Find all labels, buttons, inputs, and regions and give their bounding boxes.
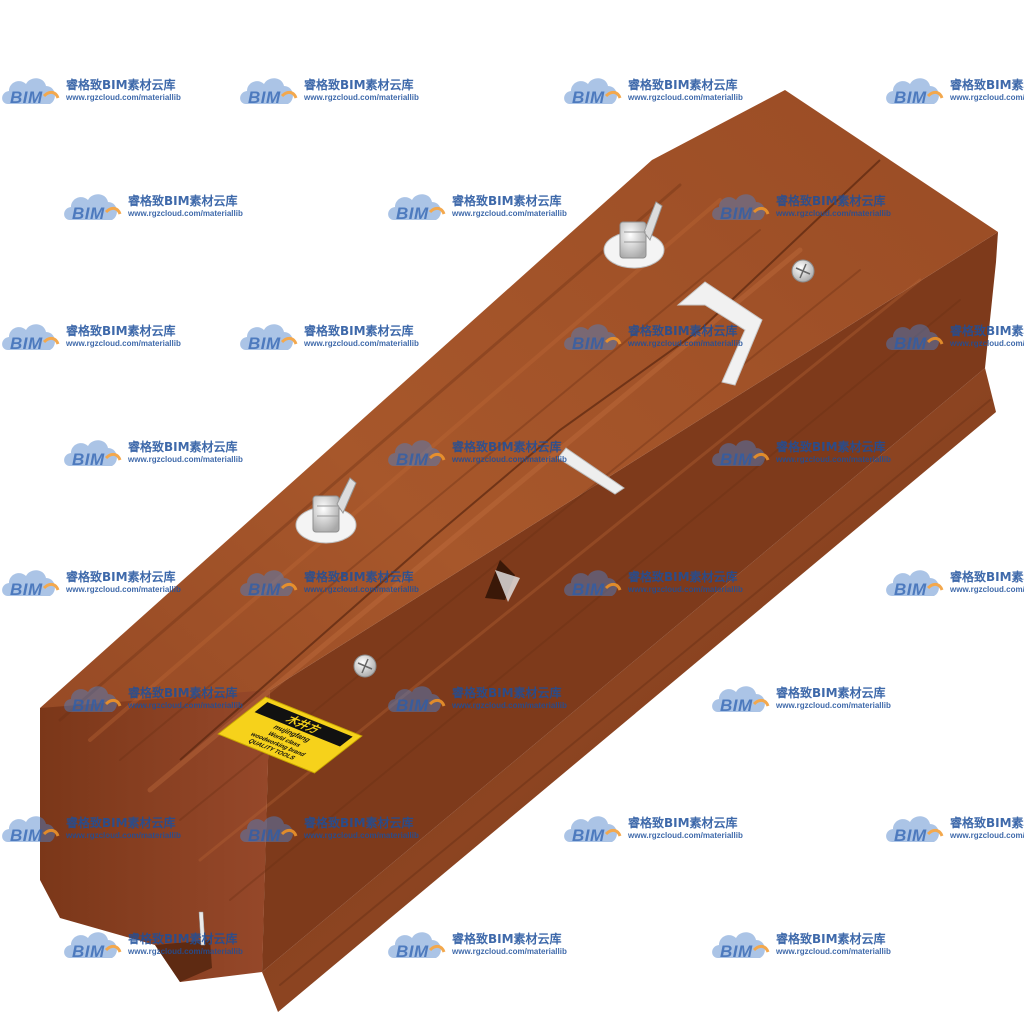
screw-icon — [353, 654, 377, 678]
plane-front-face — [40, 690, 270, 982]
wing-nut-icon — [295, 477, 357, 544]
product-label: 木井方 mujingfang World class woodworking b… — [217, 696, 363, 774]
screw-icon — [791, 259, 815, 283]
top-seam-line — [179, 159, 881, 761]
wing-nut-icon — [603, 201, 665, 269]
front-blade-tip — [198, 911, 206, 946]
blade-throat-edge — [495, 570, 520, 602]
rear-handle-cutout — [676, 281, 763, 386]
plane-right-face — [262, 232, 998, 972]
plane-top-face — [40, 90, 998, 972]
blade-iron — [557, 447, 625, 495]
plane-side-face — [262, 368, 996, 1012]
plane-front-notch — [155, 940, 212, 982]
